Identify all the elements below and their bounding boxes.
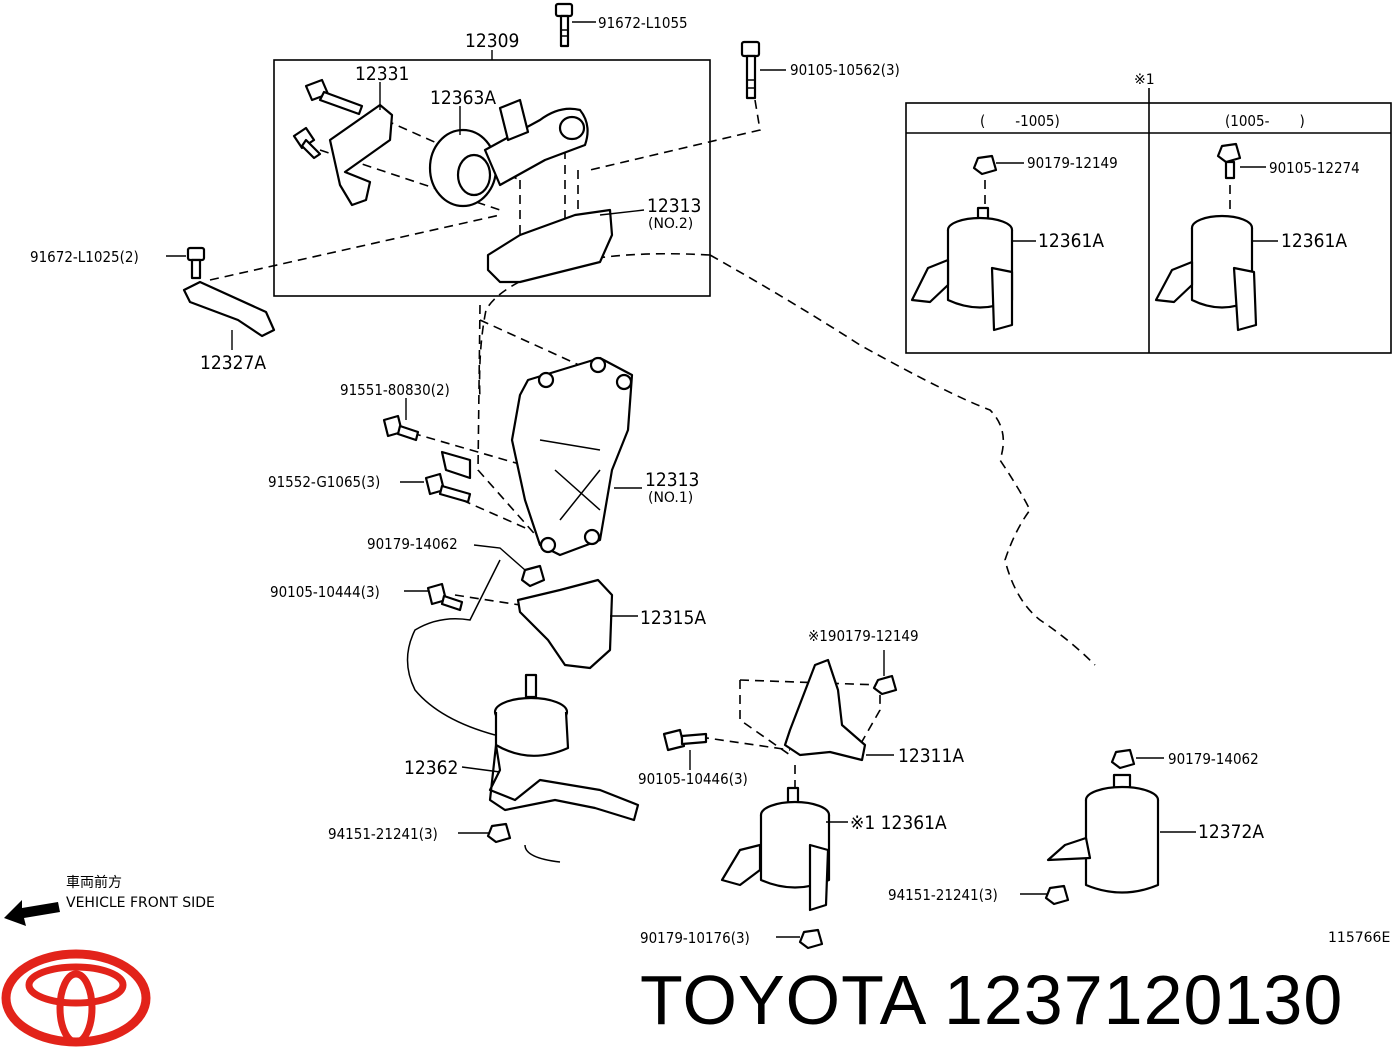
bolt-12331-a (304, 78, 364, 116)
nut-90179-14062-b (1110, 748, 1136, 770)
bolt-91672-L1055 (554, 2, 574, 48)
vehicle-front-arrow-icon (4, 900, 60, 926)
variant-mount-left (910, 154, 1014, 332)
part-number: 1237120130 (943, 961, 1344, 1039)
engine-outline-left (478, 252, 711, 401)
nut-90179-10176 (798, 928, 824, 950)
label-box-90179-12149: 90179-12149 (1027, 154, 1118, 172)
label-91672-L1055: 91672-L1055 (598, 14, 688, 32)
bolt-90105-10446 (662, 728, 708, 752)
nut-94151-21241-a (486, 822, 512, 844)
label-90179-12149-note: ※190179-12149 (808, 627, 919, 645)
bolt-91552-G1065 (424, 472, 472, 504)
bolt-90105-10444 (426, 582, 464, 612)
bracket-12315A (516, 578, 614, 670)
bracket-12313-no2 (486, 208, 614, 284)
label-91672-L1025: 91672-L1025(2) (30, 248, 139, 266)
nut-90179-14062-a (520, 564, 546, 588)
label-90105-10444: 90105-10444(3) (270, 583, 380, 601)
label-94151-21241-a: 94151-21241(3) (328, 825, 438, 843)
toyota-logo-icon (1, 949, 151, 1047)
label-no1: (NO.1) (648, 490, 693, 506)
bracket-12313-no1 (440, 356, 634, 557)
nut-90179-12149 (872, 674, 898, 696)
bolt-90105-10562 (740, 40, 761, 100)
mount-12361A-lower (720, 786, 831, 912)
label-box-90105-12274: 90105-12274 (1269, 159, 1360, 177)
variant-note: ※1 (1134, 72, 1155, 88)
bolt-91672-L1025 (186, 246, 206, 280)
front-side-japanese: 車両前方 (66, 874, 122, 891)
front-side-english: VEHICLE FRONT SIDE (66, 895, 215, 911)
bolt-12331-b (292, 126, 322, 160)
label-12327A: 12327A (200, 352, 266, 374)
label-90105-10446: 90105-10446(3) (638, 770, 748, 788)
label-12313-no2: 12313 (647, 195, 701, 217)
label-91551-80830: 91551-80830(2) (340, 381, 450, 399)
label-box-12361A-right: 12361A (1281, 230, 1347, 252)
label-90179-14062-a: 90179-14062 (367, 535, 458, 553)
variant-right-header: (1005- ) (1225, 112, 1305, 130)
transmission-outline (406, 559, 501, 736)
label-12313-no1: 12313 (645, 469, 699, 491)
label-no2: (NO.2) (648, 216, 693, 232)
label-box-12361A-left: 12361A (1038, 230, 1104, 252)
stay-12327A (182, 280, 276, 338)
label-90179-10176: 90179-10176(3) (640, 929, 750, 947)
brand-name: TOYOTA (640, 961, 924, 1039)
mount-12372A (1046, 773, 1160, 894)
nut-94151-21241-b (1044, 884, 1070, 906)
label-12361A-note: ※1 12361A (850, 812, 947, 834)
bracket-12331 (328, 103, 394, 207)
label-12309: 12309 (465, 30, 519, 52)
label-12315A: 12315A (640, 607, 706, 629)
label-91552-G1065: 91552-G1065(3) (268, 473, 380, 491)
label-12331: 12331 (355, 63, 409, 85)
variant-mount-right (1154, 142, 1258, 332)
bolt-91551-80830 (382, 414, 420, 442)
bracket-12311A (783, 658, 867, 762)
variant-left-header: ( -1005) (980, 112, 1060, 130)
label-12311A: 12311A (898, 745, 964, 767)
label-90179-14062-b: 90179-14062 (1168, 750, 1259, 768)
label-12372A: 12372A (1198, 821, 1264, 843)
drawing-id: 115766E (1328, 930, 1390, 946)
engine-outline (709, 254, 1096, 666)
label-90105-10562: 90105-10562(3) (790, 61, 900, 79)
mount-12363A (428, 98, 589, 208)
label-12362: 12362 (404, 757, 458, 779)
mount-12362 (488, 673, 640, 822)
label-94151-21241-b: 94151-21241(3) (888, 886, 998, 904)
brand-title: TOYOTA 1237120130 (640, 955, 1390, 1045)
label-12363A: 12363A (430, 87, 496, 109)
